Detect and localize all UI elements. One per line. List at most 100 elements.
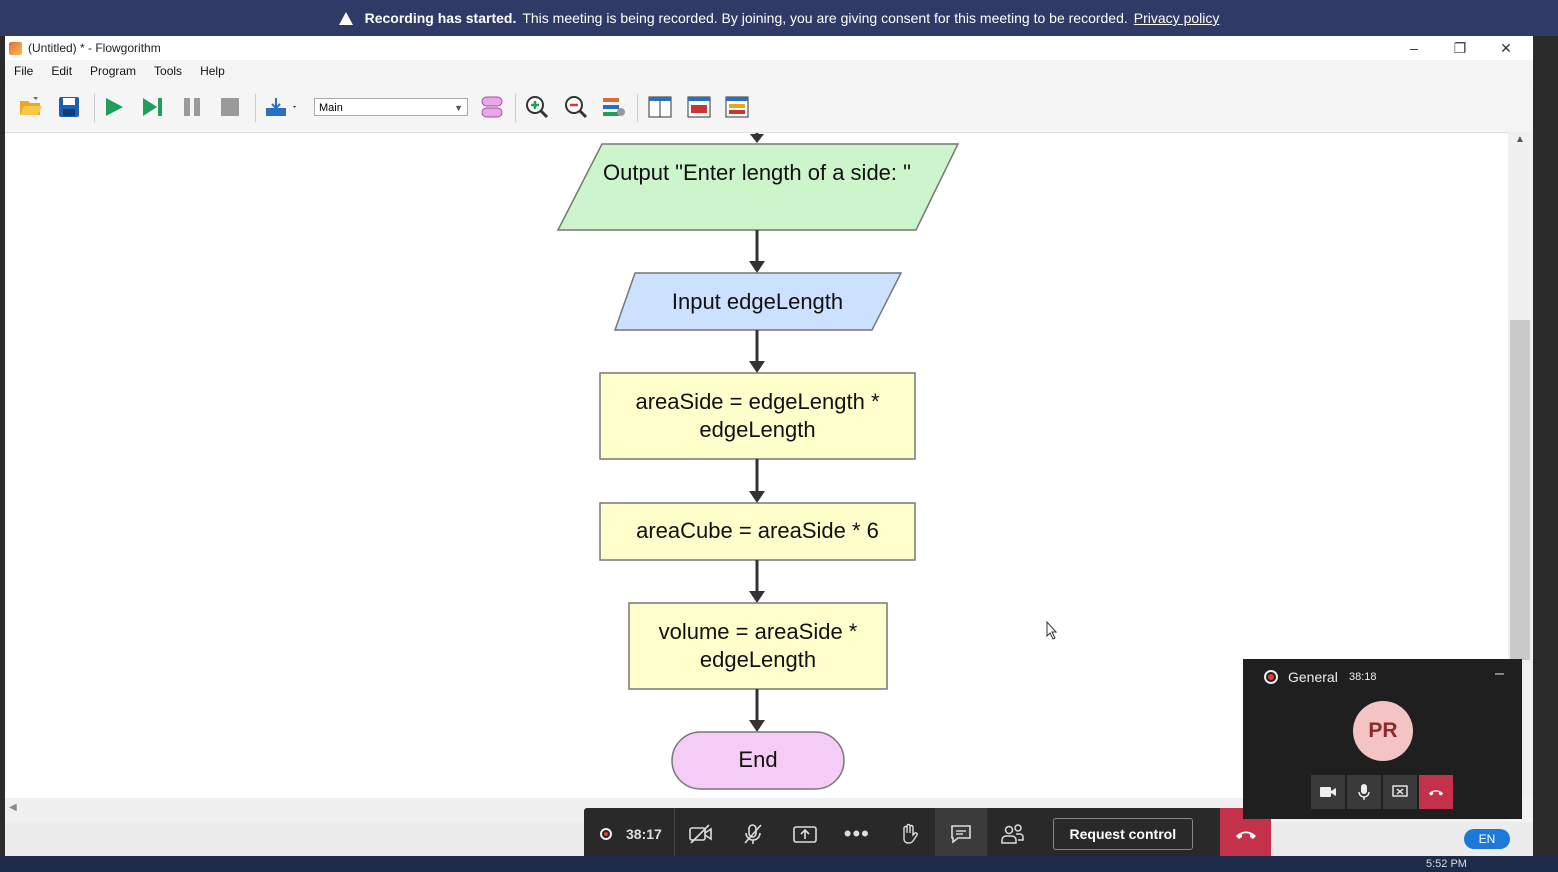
mini-timer: 38:18 <box>1349 671 1377 683</box>
privacy-policy-link[interactable]: Privacy policy <box>1133 10 1220 26</box>
menu-file[interactable]: File <box>14 64 34 78</box>
flowchart-canvas[interactable]: Output "Enter length of a side: " Input … <box>5 132 1508 799</box>
pause-icon <box>184 98 200 116</box>
open-button[interactable] <box>18 94 44 120</box>
chat-icon <box>951 824 971 844</box>
camera-button[interactable] <box>675 808 727 859</box>
request-control-button[interactable]: Request control <box>1052 817 1193 850</box>
variables-icon <box>603 98 625 116</box>
minimize-mini-icon[interactable]: – <box>1495 665 1504 682</box>
record-indicator-icon <box>1264 670 1278 684</box>
zoom-in-icon <box>526 96 549 119</box>
layout-icon <box>481 96 503 118</box>
menu-program[interactable]: Program <box>90 64 137 78</box>
hangup-icon <box>1235 831 1256 839</box>
restore-button[interactable]: ❐ <box>1453 39 1467 56</box>
warning-icon <box>338 11 353 25</box>
flowgorithm-window: (Untitled) * - Flowgorithm – ❐ ✕ File Ed… <box>5 36 1533 856</box>
recording-message: This meeting is being recorded. By joini… <box>522 10 1128 26</box>
record-icon <box>600 827 612 840</box>
share-button[interactable] <box>779 808 831 859</box>
input-text: Input edgeLength <box>671 289 844 314</box>
channel-name: General <box>1288 669 1338 685</box>
assign-areaside-shape[interactable] <box>599 372 916 460</box>
meeting-timer: 38:17 <box>584 808 674 859</box>
function-select[interactable]: Main ▼ <box>314 98 468 116</box>
panel-both-icon <box>725 96 749 118</box>
toolbar: Main ▼ <box>5 84 1533 132</box>
participants-button[interactable] <box>987 808 1039 859</box>
raise-hand-button[interactable] <box>883 808 935 859</box>
save-button[interactable] <box>56 94 82 120</box>
recording-title: Recording has started. <box>364 10 517 26</box>
stop-button[interactable] <box>217 94 243 120</box>
minimize-button[interactable]: – <box>1410 40 1418 56</box>
pause-button[interactable] <box>179 94 205 120</box>
export-button[interactable] <box>263 94 301 120</box>
close-button[interactable]: ✕ <box>1500 39 1512 56</box>
chat-button[interactable] <box>934 808 987 859</box>
flowgorithm-app-icon <box>9 41 22 55</box>
step-button[interactable] <box>140 94 166 120</box>
assign-volume-text: volume = areaSide * edgeLength <box>658 619 858 672</box>
zoom-out-button[interactable] <box>563 94 589 120</box>
meeting-control-bar: 38:17 ••• Request control <box>584 808 1271 859</box>
end-shape[interactable] <box>671 731 845 790</box>
mini-camera-button[interactable] <box>1311 775 1345 809</box>
end-text: End <box>738 747 778 772</box>
mic-icon <box>1358 784 1370 800</box>
taskbar: 5:52 PM <box>0 856 1558 872</box>
assign-areacube-shape[interactable] <box>599 502 916 561</box>
function-select-value: Main <box>319 102 343 114</box>
camera-off-icon <box>689 823 712 844</box>
chevron-down-icon: ▼ <box>454 103 463 113</box>
panel-both-button[interactable] <box>724 94 750 120</box>
output-text: Output "Enter length of a side: " <box>603 160 911 185</box>
mini-hangup-button[interactable] <box>1419 775 1453 809</box>
variables-button[interactable] <box>601 94 627 120</box>
window-title: (Untitled) * - Flowgorithm <box>28 41 161 55</box>
camera-icon <box>1320 787 1336 797</box>
mini-hangup-icon <box>1428 790 1444 796</box>
panel-console-button[interactable] <box>686 94 712 120</box>
stop-share-icon <box>1392 785 1408 797</box>
open-icon <box>20 97 42 115</box>
input-shape[interactable] <box>613 272 903 331</box>
run-button[interactable] <box>101 94 127 120</box>
save-icon <box>59 97 79 117</box>
assign-volume-shape[interactable] <box>628 602 888 690</box>
scroll-up-icon[interactable]: ▲ <box>1515 134 1525 145</box>
panel-left-button[interactable] <box>647 94 673 120</box>
zoom-in-button[interactable] <box>524 94 550 120</box>
participants-icon <box>1001 823 1024 844</box>
assign-areacube-text: areaCube = areaSide * 6 <box>636 518 879 543</box>
language-badge[interactable]: EN <box>1464 829 1510 849</box>
menu-tools[interactable]: Tools <box>154 64 183 78</box>
step-icon <box>143 98 162 116</box>
mouse-cursor-icon <box>1046 620 1058 640</box>
menu-bar: File Edit Program Tools Help <box>5 60 1533 82</box>
export-icon <box>266 98 296 116</box>
share-screen-icon <box>793 825 817 843</box>
layout-button[interactable] <box>479 94 505 120</box>
panel-left-icon <box>648 96 672 118</box>
mic-button[interactable] <box>727 808 779 859</box>
meeting-mini-window[interactable]: General 38:18 – PR <box>1243 659 1522 819</box>
output-shape[interactable] <box>556 143 960 231</box>
more-button[interactable]: ••• <box>831 808 883 859</box>
panel-console-icon <box>687 96 711 118</box>
flowchart-shapes <box>556 133 1058 790</box>
mini-mic-button[interactable] <box>1347 775 1381 809</box>
raise-hand-icon <box>903 823 918 844</box>
menu-help[interactable]: Help <box>200 64 225 78</box>
recording-banner: Recording has started. This meeting is b… <box>0 0 1558 36</box>
scroll-left-icon[interactable]: ◀ <box>9 802 17 813</box>
title-bar: (Untitled) * - Flowgorithm – ❐ ✕ <box>5 36 1533 60</box>
menu-edit[interactable]: Edit <box>51 64 73 78</box>
zoom-out-icon <box>565 96 588 119</box>
vertical-scroll-thumb[interactable] <box>1510 320 1530 660</box>
avatar: PR <box>1353 701 1413 761</box>
more-icon: ••• <box>843 820 870 846</box>
mini-share-button[interactable] <box>1383 775 1417 809</box>
mic-off-icon <box>744 823 762 844</box>
